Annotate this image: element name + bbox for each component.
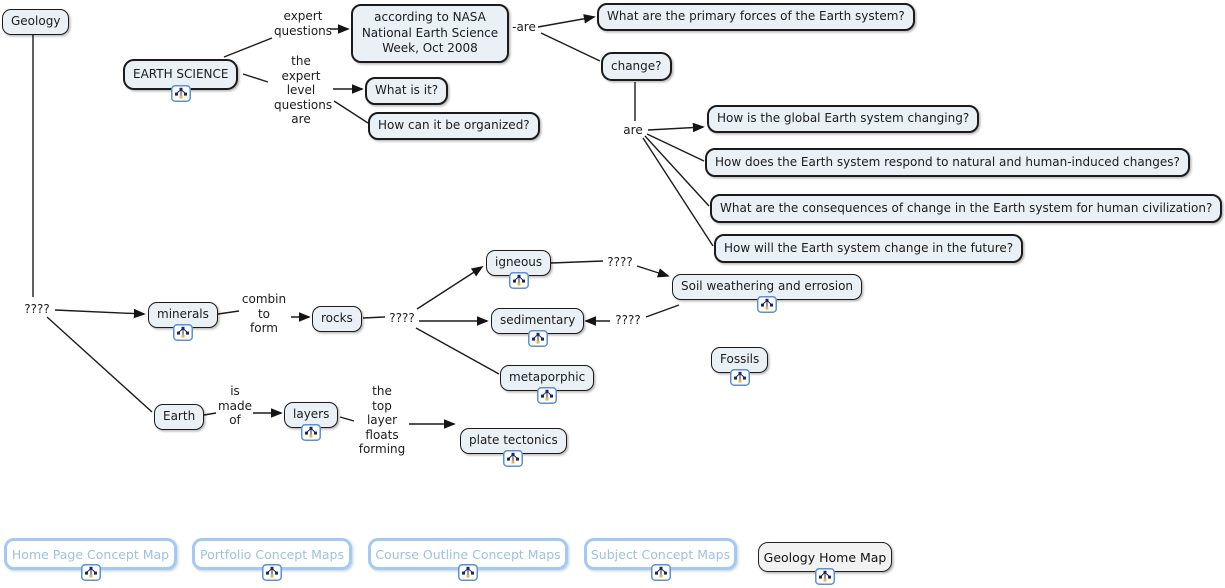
edge-expertlevel-to-howorganized: [333, 100, 369, 124]
concept-map-icon[interactable]: [815, 568, 835, 585]
footer-link-geology-home-map[interactable]: Geology Home Map: [758, 542, 892, 572]
linking-phrase-unknown-rocks[interactable]: ????: [389, 311, 415, 325]
footer-link-home-page-concept-map[interactable]: Home Page Concept Map: [4, 538, 177, 570]
edge-qm-to-soil: [636, 265, 670, 278]
node-label: How can it be organized?: [378, 118, 530, 132]
edge-qm-to-minerals: [54, 308, 146, 319]
concept-map-icon[interactable]: [651, 564, 671, 581]
footer-link-portfolio-concept-maps[interactable]: Portfolio Concept Maps: [192, 538, 352, 570]
node-rocks[interactable]: rocks: [312, 306, 362, 332]
edge-are-to-q-consequences: [644, 135, 710, 207]
node-label: rocks: [321, 311, 353, 326]
node-label: EARTH SCIENCE: [133, 66, 229, 81]
node-label: Earth: [163, 409, 196, 424]
edge-qm-to-igneous: [416, 266, 484, 310]
node-how-organized[interactable]: How can it be organized?: [368, 112, 540, 140]
node-change[interactable]: change?: [601, 52, 672, 81]
node-label: Fossils: [720, 352, 760, 367]
edge-are-to-q-respond: [646, 133, 705, 162]
node-nasa-source[interactable]: according to NASA National Earth Science…: [351, 4, 509, 63]
node-igneous[interactable]: igneous: [486, 250, 552, 276]
edge-igneous-to-qm: [550, 260, 604, 264]
concept-map-icon[interactable]: [81, 564, 101, 581]
node-metaporphic[interactable]: metaporphic: [500, 365, 595, 391]
linking-phrase-unknown-geology[interactable]: ????: [24, 302, 50, 316]
edge-minerals-to-combine: [217, 310, 240, 315]
edge-layers-to-toplayer: [339, 416, 355, 422]
edge-earthscience-to-expertlevel: [242, 73, 269, 83]
node-question-future[interactable]: How will the Earth system change in the …: [714, 234, 1024, 263]
edge-earthscience-to-expertquestions: [223, 37, 273, 58]
linking-phrase-are-top[interactable]: -are: [512, 20, 536, 34]
concept-map-icon[interactable]: [528, 330, 548, 347]
node-label: How will the Earth system change in the …: [724, 240, 1014, 255]
node-question-consequences[interactable]: What are the consequences of change in t…: [710, 194, 1223, 223]
node-fossils[interactable]: Fossils: [711, 347, 769, 373]
node-label: plate tectonics: [469, 433, 558, 448]
node-earth-science[interactable]: EARTH SCIENCE: [123, 59, 239, 90]
node-layers[interactable]: layers: [284, 402, 339, 428]
node-geology[interactable]: Geology: [2, 9, 70, 35]
node-earth[interactable]: Earth: [154, 404, 205, 430]
node-label: What are the primary forces of the Earth…: [607, 9, 905, 23]
node-plate-tectonics[interactable]: plate tectonics: [460, 428, 567, 454]
node-label: change?: [611, 58, 662, 73]
concept-map-icon[interactable]: [503, 450, 523, 467]
edge-are-to-primaryforces: [537, 14, 596, 28]
concept-map-icon[interactable]: [509, 272, 529, 289]
linking-phrase-unknown-igneous[interactable]: ????: [607, 255, 633, 269]
linking-phrase-expert-level[interactable]: the expert level questions are: [274, 54, 333, 126]
node-label: igneous: [495, 255, 543, 270]
footer-link-label: Geology Home Map: [763, 549, 887, 565]
node-label: according to NASA National Earth Science…: [361, 10, 499, 55]
concept-map-icon[interactable]: [301, 424, 321, 441]
edge-earth-to-ismadeof: [203, 412, 217, 416]
node-label: How does the Earth system respond to nat…: [715, 154, 1180, 169]
node-label: minerals: [157, 307, 209, 322]
edge-qm-to-earth: [46, 316, 153, 413]
linking-phrase-unknown-soil[interactable]: ????: [615, 313, 641, 327]
edge-qm-to-metaporphic: [415, 327, 500, 375]
linking-phrase-top-layer-floats[interactable]: the top layer floats forming: [358, 384, 406, 456]
footer-link-label: Portfolio Concept Maps: [200, 546, 344, 562]
concept-map-icon[interactable]: [173, 324, 193, 341]
edge-are-to-change: [540, 32, 601, 62]
concept-map-icon[interactable]: [730, 369, 750, 386]
node-label: What is it?: [375, 83, 439, 97]
concept-map-icon[interactable]: [757, 296, 777, 313]
node-question-respond[interactable]: How does the Earth system respond to nat…: [705, 148, 1190, 177]
node-label: How is the global Earth system changing?: [717, 111, 970, 126]
footer-link-label: Course Outline Concept Maps: [375, 546, 561, 562]
node-soil-weathering[interactable]: Soil weathering and errosion: [672, 274, 863, 300]
edge-soil-to-qm: [645, 304, 680, 318]
concept-map-icon[interactable]: [171, 85, 191, 102]
linking-phrase-expert-questions[interactable]: expert questions: [273, 9, 333, 38]
node-label: metaporphic: [509, 370, 586, 385]
footer-link-label: Subject Concept Maps: [590, 546, 731, 562]
edge-are-to-q-future: [642, 137, 714, 247]
node-primary-forces-question[interactable]: What are the primary forces of the Earth…: [597, 3, 915, 31]
node-what-is-it[interactable]: What is it?: [365, 77, 449, 105]
footer-link-course-outline-concept-maps[interactable]: Course Outline Concept Maps: [368, 538, 568, 570]
concept-map-icon[interactable]: [262, 564, 282, 581]
edge-rocks-to-qm: [362, 316, 386, 319]
footer-link-label: Home Page Concept Map: [11, 546, 170, 562]
footer-link-subject-concept-maps[interactable]: Subject Concept Maps: [584, 538, 737, 570]
linking-phrase-are[interactable]: are: [623, 123, 643, 137]
concept-map-icon[interactable]: [537, 387, 557, 404]
node-minerals[interactable]: minerals: [148, 302, 218, 328]
node-label: sedimentary: [500, 313, 576, 328]
node-label: Soil weathering and errosion: [681, 279, 854, 294]
node-question-changing[interactable]: How is the global Earth system changing?: [707, 105, 980, 133]
node-label: Geology: [11, 14, 61, 29]
node-sedimentary[interactable]: sedimentary: [491, 308, 585, 334]
node-label: What are the consequences of change in t…: [720, 200, 1213, 215]
linking-phrase-is-made-of[interactable]: is made of: [217, 384, 253, 427]
edge-are-to-q-changing: [647, 122, 705, 133]
linking-phrase-combine-to-form[interactable]: combin to form: [241, 292, 287, 335]
node-label: layers: [293, 407, 330, 422]
concept-map-icon[interactable]: [458, 564, 478, 581]
